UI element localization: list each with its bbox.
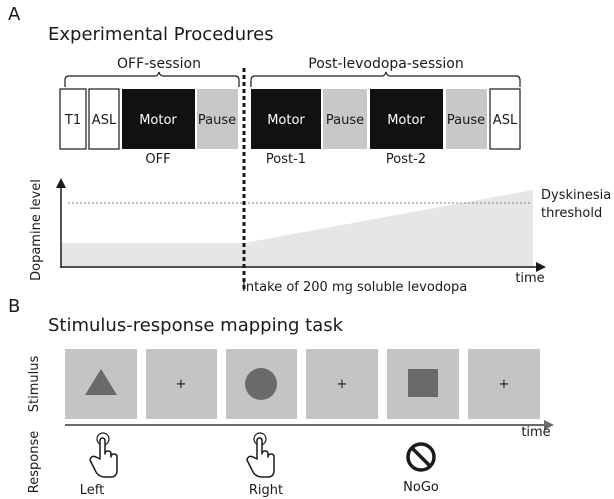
block-label: Motor xyxy=(139,113,177,128)
stimulus-frame xyxy=(226,349,297,419)
panel-a-letter: A xyxy=(8,4,21,25)
block-sublabel: Post-2 xyxy=(386,152,426,167)
block-label: Motor xyxy=(387,113,425,128)
prohibited-icon xyxy=(406,442,436,472)
stimulus-frame: + xyxy=(306,349,378,419)
block-pause-1: Pause xyxy=(197,89,238,149)
off-session-label: OFF-session xyxy=(117,56,201,72)
triangle-icon xyxy=(85,369,117,395)
post-session-label: Post-levodopa-session xyxy=(308,56,464,72)
fixation-cross: + xyxy=(176,377,187,392)
fixation-cross: + xyxy=(337,377,348,392)
dopamine-plot: Dopamine level time Dyskinesia threshold xyxy=(29,178,611,286)
block-label: Motor xyxy=(267,113,305,128)
block-pause-3: Pause xyxy=(446,89,487,149)
y-axis-arrowhead xyxy=(56,178,66,188)
pointing-hand-icon xyxy=(89,432,118,478)
stimulus-frames: + + + xyxy=(65,349,540,419)
pointing-hand-icon xyxy=(246,432,275,478)
response-nogo: NoGo xyxy=(403,442,439,495)
block-motor-off: Motor OFF xyxy=(122,89,195,167)
fixation-cross: + xyxy=(499,377,510,392)
panel-b-title: Stimulus-response mapping task xyxy=(48,315,344,336)
block-t1: T1 xyxy=(59,88,87,150)
threshold-label-line2: threshold xyxy=(541,206,602,221)
block-asl-post: ASL xyxy=(489,88,521,150)
x-axis-arrowhead xyxy=(536,262,546,272)
response-right: Right xyxy=(246,432,283,498)
time-axis-b-label: time xyxy=(521,425,550,440)
levodopa-intake-label: Intake of 200 mg soluble levodopa xyxy=(242,280,467,295)
block-motor-post2: Motor Post-2 xyxy=(370,89,443,167)
response-row-label: Response xyxy=(27,431,42,493)
y-axis-label: Dopamine level xyxy=(29,179,44,281)
dopamine-level-area xyxy=(61,190,533,267)
procedure-blocks: T1 ASL Motor OFF Pause Motor Post-1 Paus… xyxy=(59,88,521,167)
threshold-label-line1: Dyskinesia xyxy=(541,188,611,203)
block-sublabel: OFF xyxy=(145,152,170,167)
block-motor-post1: Motor Post-1 xyxy=(251,89,321,167)
block-label: ASL xyxy=(92,113,117,128)
post-session-brace xyxy=(250,71,521,87)
response-nogo-label: NoGo xyxy=(403,480,439,495)
stimulus-frame xyxy=(65,349,137,419)
response-right-label: Right xyxy=(249,483,283,498)
off-session-brace xyxy=(64,71,240,87)
stimulus-row-label: Stimulus xyxy=(27,356,42,413)
stimulus-frame xyxy=(387,349,459,419)
time-axis-b: time xyxy=(65,420,554,440)
block-label: Pause xyxy=(447,113,485,128)
block-sublabel: Post-1 xyxy=(266,152,306,167)
panel-b-letter: B xyxy=(8,296,20,317)
block-asl-pre: ASL xyxy=(88,88,120,150)
square-icon xyxy=(408,369,438,397)
stimulus-frame: + xyxy=(468,349,540,419)
panel-a-title: Experimental Procedures xyxy=(48,24,274,45)
stimulus-frame: + xyxy=(146,349,217,419)
x-axis-label: time xyxy=(515,271,544,286)
block-label: T1 xyxy=(64,113,81,128)
block-label: Pause xyxy=(326,113,364,128)
block-label: ASL xyxy=(493,113,518,128)
block-pause-2: Pause xyxy=(323,89,367,149)
circle-icon xyxy=(245,368,277,400)
block-label: Pause xyxy=(198,113,236,128)
response-left-label: Left xyxy=(80,483,104,498)
response-left: Left xyxy=(80,432,118,498)
